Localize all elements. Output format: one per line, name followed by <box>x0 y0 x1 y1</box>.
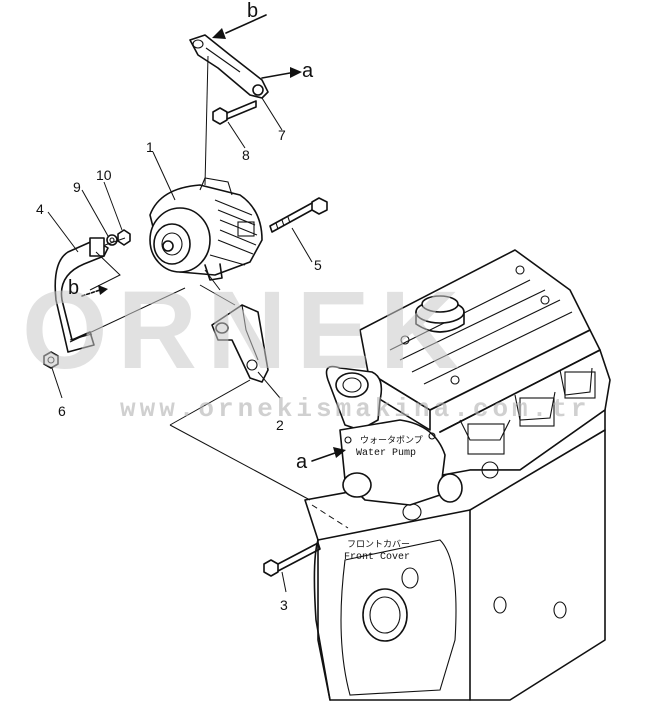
engine-block <box>304 249 611 701</box>
bracket-part-2 <box>211 304 269 383</box>
adjusting-arm-part-4 <box>54 237 109 353</box>
washer-part-9 <box>106 234 118 246</box>
callout-5: 5 <box>314 257 322 273</box>
adjust-plate-part-7 <box>189 34 269 99</box>
assembly-lines <box>69 55 349 529</box>
callout-1: 1 <box>146 139 154 155</box>
callout-7: 7 <box>278 127 286 143</box>
water-pump-label-en: Water Pump <box>356 448 416 459</box>
bolt-part-5 <box>269 197 328 233</box>
watermark-url: www.ornekismakina.com.tr <box>120 394 590 424</box>
arrow-label-a-mid: a <box>296 451 308 473</box>
callout-2: 2 <box>276 417 284 433</box>
arrow-label-b-mid: b <box>68 277 79 299</box>
callout-4: 4 <box>36 201 44 217</box>
arrow-label-b-top: b <box>247 0 258 22</box>
alternator <box>149 177 263 281</box>
arrow-a-mid <box>311 447 346 462</box>
arrow-a-top <box>261 67 302 79</box>
front-cover-label-en: Front Cover <box>344 552 410 563</box>
nut-part-6 <box>43 351 59 369</box>
callout-9: 9 <box>73 179 81 195</box>
nut-part-10 <box>117 229 131 246</box>
leader-lines <box>47 97 313 593</box>
watermark-brand: ORNEK <box>22 269 469 392</box>
bolt-part-8 <box>212 100 257 125</box>
front-cover-label-jp: フロントカバー <box>347 539 410 550</box>
arrow-b-mid <box>81 285 108 297</box>
water-pump-label-jp: ウォータポンプ <box>360 435 423 446</box>
callout-10: 10 <box>96 167 112 183</box>
callout-6: 6 <box>58 403 66 419</box>
arrow-b-top <box>212 14 267 39</box>
callout-8: 8 <box>242 147 250 163</box>
callout-3: 3 <box>280 597 288 613</box>
bolt-part-3 <box>263 542 321 577</box>
arrow-label-a-top: a <box>302 60 314 82</box>
